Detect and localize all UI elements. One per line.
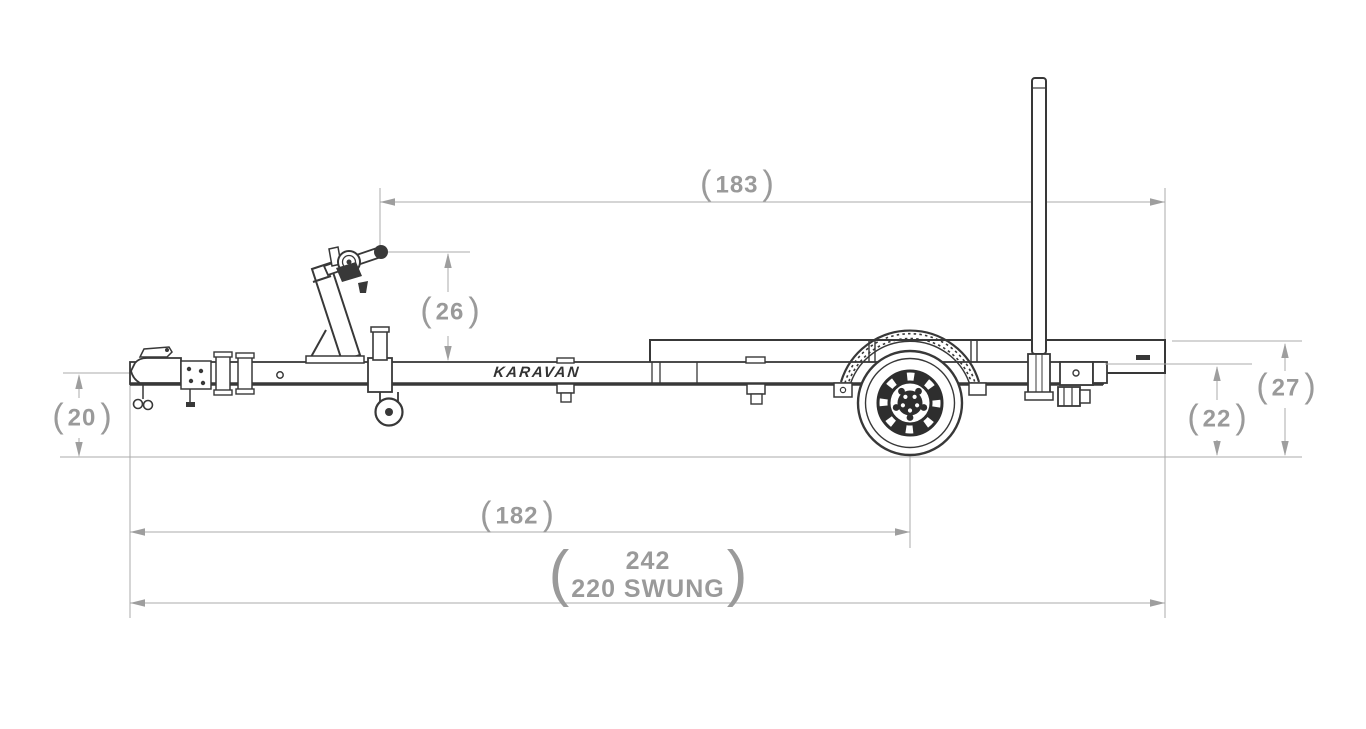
paren-open: ( — [420, 291, 432, 330]
swung-length-value: 220 SWUNG — [571, 575, 725, 603]
safety-chains — [132, 383, 195, 411]
dimension-value: 183 — [715, 172, 759, 199]
wheel — [856, 349, 964, 457]
paren-close: ) — [100, 397, 112, 436]
paren-close: ) — [762, 164, 774, 203]
paren-open: ( — [1187, 398, 1199, 437]
winch-hook — [358, 281, 368, 293]
dimension-value: 22 — [1202, 406, 1232, 433]
dimension-label-20: ( 20 ) — [48, 397, 115, 436]
paren-open: ( — [1256, 367, 1268, 406]
guide-pole — [1024, 77, 1054, 401]
dimension-value: 20 — [67, 405, 97, 432]
paren-open: ( — [52, 397, 64, 436]
fender — [833, 329, 987, 398]
dimension-label-182: ( 182 ) — [476, 495, 558, 534]
paren-open: ( — [700, 164, 712, 203]
dimension-label-242-swung: ( 242 220 SWUNG ) — [547, 539, 750, 609]
dimension-value-stack: 242 220 SWUNG — [571, 547, 724, 603]
overall-length-value: 242 — [625, 547, 671, 575]
paren-close: ) — [1235, 398, 1247, 437]
paren-close: ) — [726, 539, 748, 609]
dimension-label-183: ( 183 ) — [696, 164, 778, 203]
dimension-label-27: ( 27 ) — [1252, 367, 1319, 406]
dimension-label-22: ( 22 ) — [1183, 398, 1250, 437]
dimension-arrowheads — [75, 198, 1289, 607]
dimension-value: 27 — [1271, 375, 1301, 402]
paren-close: ) — [468, 291, 480, 330]
dimension-value: 26 — [435, 299, 465, 326]
tongue-jack — [367, 326, 404, 427]
brand-logo: KARAVAN — [492, 363, 582, 381]
coupler — [130, 346, 255, 396]
paren-close: ) — [542, 495, 554, 534]
paren-open: ( — [480, 495, 492, 534]
dimension-value: 182 — [495, 503, 539, 530]
rear-brackets — [1057, 361, 1108, 407]
dimension-lines — [60, 188, 1302, 618]
dimension-label-26: ( 26 ) — [416, 291, 483, 330]
winch-handle-knob — [374, 245, 388, 259]
paren-close: ) — [1304, 367, 1316, 406]
bunk-brackets — [556, 356, 766, 405]
paren-open: ( — [548, 539, 570, 609]
winch-post — [305, 245, 388, 364]
trailer-frame — [129, 77, 1166, 457]
